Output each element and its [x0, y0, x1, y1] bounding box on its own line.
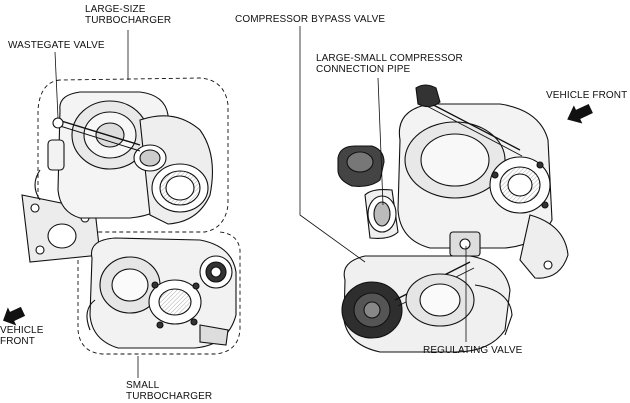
- left-leader-lines: [54, 30, 139, 378]
- label-regulating-valve: REGULATING VALVE: [423, 345, 523, 356]
- right-leader-lines: [299, 26, 467, 342]
- label-vehicle-front-right: VEHICLE FRONT: [546, 90, 628, 101]
- left-turbo-assembly: [21, 77, 241, 355]
- label-large-small-compressor-connection-pipe: LARGE-SMALL COMPRESSOR CONNECTION PIPE: [316, 53, 463, 75]
- large-turbo-dashed-outline: [37, 77, 229, 233]
- vehicle-front-arrow-right: [567, 103, 593, 124]
- label-large-size-turbocharger: LARGE-SIZE TURBOCHARGER: [85, 4, 172, 26]
- vehicle-front-arrow-left: [3, 306, 26, 326]
- small-turbo-dashed-outline: [77, 231, 241, 355]
- label-wastegate-valve: WASTEGATE VALVE: [8, 40, 105, 51]
- label-compressor-bypass-valve: COMPRESSOR BYPASS VALVE: [235, 14, 386, 25]
- label-vehicle-front-left: VEHICLE FRONT: [0, 325, 44, 347]
- right-turbo-assembly: [337, 84, 569, 353]
- label-small-turbocharger: SMALL TURBOCHARGER: [126, 380, 213, 402]
